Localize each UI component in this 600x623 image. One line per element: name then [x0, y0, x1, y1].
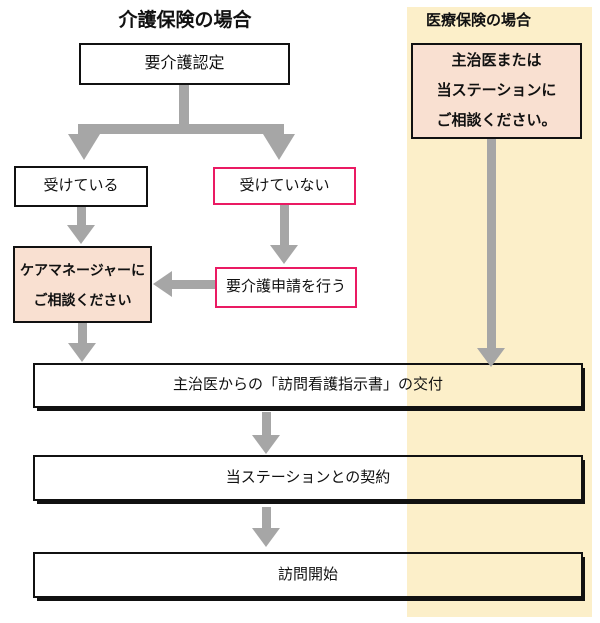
arrow-stem	[262, 412, 271, 438]
arrow-head	[67, 225, 95, 244]
box-caremanager-consult: ケアマネージャーに ご相談ください	[13, 246, 152, 323]
box-station-keiyaku: 当ステーションとの契約	[33, 455, 583, 501]
arrow-head	[263, 134, 295, 160]
box-label: 受けていない	[239, 176, 330, 194]
box-label-line3: ご相談ください。	[436, 112, 557, 129]
box-label-line1: 主治医または	[451, 52, 542, 69]
box-label: 訪問開始	[277, 565, 338, 583]
box-doctor-consult: 主治医または 当ステーションに ご相談ください。	[411, 43, 582, 139]
box-uketeiru: 受けている	[14, 166, 148, 207]
box-label: 主治医からの「訪問看護指示書」の交付	[172, 376, 443, 394]
box-homon-kaishi: 訪問開始	[33, 552, 583, 598]
arrow-head	[477, 348, 505, 367]
arrow-stem	[170, 280, 216, 289]
box-uketeinai: 受けていない	[213, 167, 356, 205]
arrow-head	[153, 271, 172, 297]
arrow-stem	[280, 204, 289, 247]
iryo-section-title: 医療保険の場合	[426, 12, 532, 29]
arrow-stem	[77, 207, 86, 227]
arrow-stem	[179, 85, 189, 126]
box-label: 受けている	[43, 177, 119, 195]
box-label: 要介護認定	[144, 55, 225, 72]
arrow-head	[68, 134, 100, 160]
arrow-stem	[487, 139, 496, 351]
arrow-head	[252, 528, 280, 547]
kaigo-section-title: 介護保険の場合	[118, 10, 252, 31]
box-label-line1: ケアマネージャーに	[19, 261, 146, 278]
box-shijisho-kofu: 主治医からの「訪問看護指示書」の交付	[33, 363, 583, 408]
arrow-stem	[262, 507, 271, 531]
box-label: 要介護申請を行う	[225, 278, 346, 296]
box-yokaigo-nintei: 要介護認定	[79, 43, 290, 85]
box-label-line2: ご相談ください	[33, 291, 132, 308]
box-label-line2: 当ステーションに	[436, 82, 557, 99]
arrow-stem	[78, 323, 87, 345]
arrow-head	[270, 245, 298, 264]
box-yokaigo-shinsei: 要介護申請を行う	[215, 267, 357, 308]
arrow-bar	[78, 124, 284, 134]
arrow-head	[68, 343, 96, 362]
box-label: 当ステーションとの契約	[225, 468, 391, 486]
arrow-head	[252, 435, 280, 454]
